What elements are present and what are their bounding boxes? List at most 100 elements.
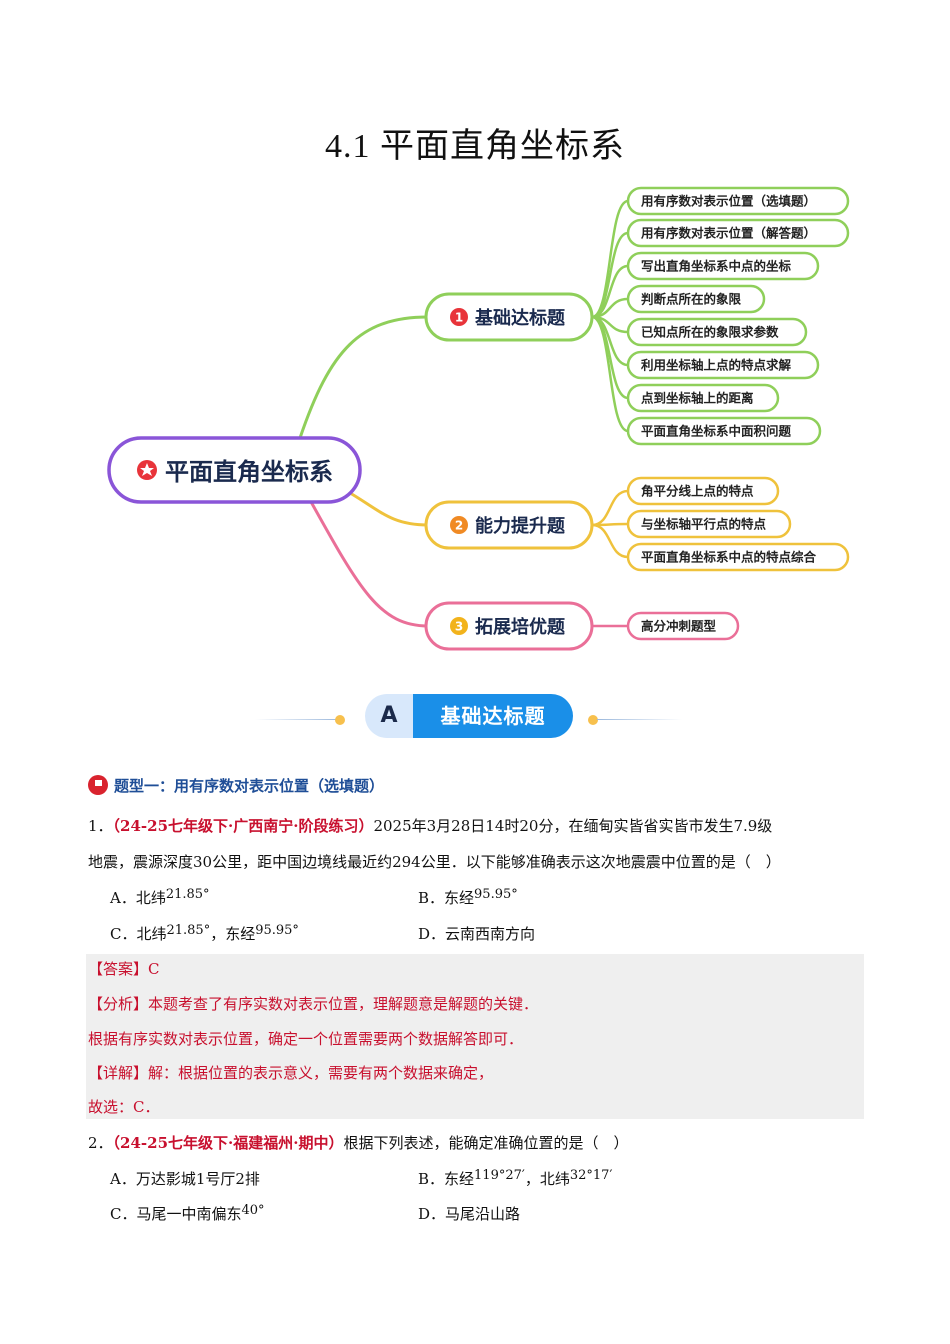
leaf-node xyxy=(626,186,850,216)
page-title: 4.1 平面直角坐标系 xyxy=(325,128,625,165)
q2-option-b-value-2: 32°17′ xyxy=(569,1168,613,1183)
q1-detail: 【详解】解：根据位置的表示意义，需要有两个数据来确定， xyxy=(88,1063,493,1083)
q1-line-1: 1．（24-25七年级下·广西南宁·阶段练习）2025年3月28日14时20分，… xyxy=(88,816,772,836)
leaf-node xyxy=(626,383,780,413)
leaf-label: 已知点所在的象限求参数 xyxy=(641,325,779,340)
connector-root-branch-2 xyxy=(344,488,429,527)
leaf-label: 点到坐标轴上的距离 xyxy=(641,391,754,406)
section-letter: A xyxy=(365,694,413,738)
q1-option-a-value: 21.85° xyxy=(165,887,210,902)
q1-line-2: 地震，震源深度30公里，距中国边境线最近约294公里．以下能够准确表示这次地震震… xyxy=(88,853,781,871)
q2-option-b-value-1: 119°27′ xyxy=(474,1168,525,1183)
analysis-tag: 【分析】 xyxy=(88,995,149,1013)
q1-number: 1． xyxy=(88,817,113,835)
branch-label: 能力提升题 xyxy=(475,515,566,537)
q1-analysis-2: 根据有序实数对表示位置，确定一个位置需要两个数据解答即可． xyxy=(88,1030,524,1048)
q2-source: （24-25七年级下·福建福州·期中） xyxy=(112,1134,344,1152)
connector-root-branch-3 xyxy=(308,499,429,628)
flag-icon xyxy=(88,774,108,795)
q2-option-b-label: B．东经 xyxy=(418,1170,475,1188)
leaf-node xyxy=(626,284,766,314)
q1-answer: 【答案】C xyxy=(88,959,160,979)
leaf-node xyxy=(626,350,820,380)
leaf-label: 平面直角坐标系中面积问题 xyxy=(641,424,792,439)
leaf-label: 判断点所在的象限 xyxy=(641,292,742,307)
leaf-node xyxy=(626,251,820,281)
q2-option-d: D．马尾沿山路 xyxy=(418,1205,521,1223)
branch-number: 3 xyxy=(455,620,463,634)
answer-value: C xyxy=(148,960,160,978)
connector-branch-leaf-1-8 xyxy=(591,315,629,433)
leaf-node xyxy=(626,416,822,446)
leaf-label: 平面直角坐标系中点的特点综合 xyxy=(641,550,817,565)
branch-label: 拓展培优题 xyxy=(475,616,566,638)
banner-divider-right xyxy=(597,719,682,720)
q1-option-a: A．北纬21.85° xyxy=(110,887,210,910)
root-label: 平面直角坐标系 xyxy=(165,458,333,486)
q1-stem-1: 2025年3月28日14时20分，在缅甸实皆省实皆市发生7.9级 xyxy=(373,817,773,835)
analysis-text: 本题考查了有序实数对表示位置，理解题意是解题的关键． xyxy=(148,995,539,1013)
leaf-label: 用有序数对表示位置（选填题） xyxy=(640,194,816,209)
q1-choice: 故选：C． xyxy=(88,1098,160,1116)
q1-option-c-value-2: 95.95° xyxy=(255,923,299,938)
leaf-node xyxy=(626,542,850,572)
connector-branch-leaf-2-3 xyxy=(591,523,629,559)
q1-analysis: 【分析】本题考查了有序实数对表示位置，理解题意是解题的关键． xyxy=(88,994,538,1014)
q1-option-b-value: 95.95° xyxy=(474,887,518,902)
detail-tag: 【详解】 xyxy=(88,1064,149,1082)
leaf-node xyxy=(626,509,792,539)
connector-branch-leaf-1-7 xyxy=(591,315,629,400)
leaf-node xyxy=(626,611,740,641)
connector-root-branch-1 xyxy=(298,315,429,439)
banner-dot-left xyxy=(335,715,345,725)
q2-line-1: 2．（24-25七年级下·福建福州·期中）根据下列表述，能确定准确位置的是（ ） xyxy=(88,1133,628,1153)
question-type-heading: 题型一：用有序数对表示位置（选填题） xyxy=(88,774,385,797)
q2-number: 2． xyxy=(88,1134,113,1152)
leaf-node xyxy=(626,218,850,248)
detail-text: 解：根据位置的表示意义，需要有两个数据来确定， xyxy=(148,1064,494,1082)
number-badge-icon xyxy=(450,617,468,635)
star-icon-glyph xyxy=(140,463,154,476)
branch-node-1 xyxy=(424,292,594,342)
branch-node-2 xyxy=(424,500,594,550)
q1-answer-box xyxy=(86,954,864,1119)
section-label: 基础达标题 xyxy=(413,694,573,738)
leaf-label: 写出直角坐标系中点的坐标 xyxy=(641,259,792,274)
root-node xyxy=(107,436,362,504)
q1-option-d: D．云南西南方向 xyxy=(418,925,536,943)
q1-option-b-label: B．东经 xyxy=(418,889,475,907)
q1-option-a-label: A．北纬 xyxy=(110,889,166,907)
leaf-label: 角平分线上点的特点 xyxy=(641,484,754,499)
connector-branch-leaf-1-2 xyxy=(591,231,629,319)
branch-number: 2 xyxy=(455,519,463,533)
number-badge-icon xyxy=(450,516,468,534)
q1-option-c-value-1: 21.85° xyxy=(166,923,211,938)
banner-divider-left xyxy=(255,719,340,720)
q1-option-c: C．北纬21.85°，东经95.95° xyxy=(110,923,299,946)
q1-option-c-label: C．北纬 xyxy=(110,925,167,943)
q2-option-a: A．万达影城1号厅2排 xyxy=(110,1170,260,1188)
q1-option-b: B．东经95.95° xyxy=(418,887,518,910)
banner-dot-right xyxy=(588,715,598,725)
section-banner: A 基础达标题 xyxy=(365,694,573,738)
question-type-label: 题型一：用有序数对表示位置（选填题） xyxy=(114,777,385,795)
q2-option-c: C．马尾一中南偏东40° xyxy=(110,1203,265,1226)
q2-option-c-value: 40° xyxy=(241,1203,265,1218)
q2-option-c-label: C．马尾一中南偏东 xyxy=(110,1205,242,1223)
q2-option-b: B．东经119°27′，北纬32°17′ xyxy=(418,1168,613,1191)
leaf-label: 利用坐标轴上点的特点求解 xyxy=(641,358,792,373)
connector-branch-leaf-2-1 xyxy=(591,489,629,527)
branch-number: 1 xyxy=(455,311,463,325)
q2-option-b-mid: ，北纬 xyxy=(524,1170,570,1188)
q1-option-c-mid: ，东经 xyxy=(210,925,256,943)
leaf-node xyxy=(626,317,808,347)
leaf-label: 与坐标轴平行点的特点 xyxy=(641,517,767,532)
leaf-label: 用有序数对表示位置（解答题） xyxy=(640,226,816,241)
leaf-node xyxy=(626,476,780,506)
branch-node-3 xyxy=(424,601,594,651)
number-badge-icon xyxy=(450,308,468,326)
q2-stem: 根据下列表述，能确定准确位置的是（ ） xyxy=(343,1134,629,1152)
leaf-label: 高分冲刺题型 xyxy=(641,619,717,634)
answer-tag: 【答案】 xyxy=(88,960,149,978)
